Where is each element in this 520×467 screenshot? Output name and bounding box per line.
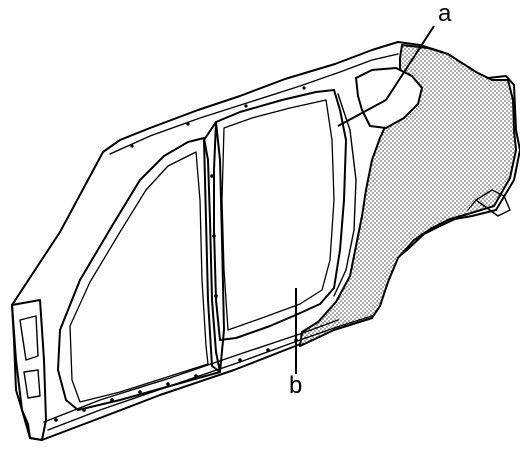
callout-a-leader bbox=[385, 25, 435, 101]
rocker-panel-lower bbox=[43, 319, 339, 423]
rear-tail-stub bbox=[467, 189, 511, 217]
callout-label-a: a bbox=[438, 0, 452, 27]
rear-quarter-panel bbox=[299, 44, 517, 347]
b-pillar bbox=[203, 121, 225, 373]
rear-door-opening bbox=[213, 89, 347, 341]
callout-a-tick bbox=[337, 99, 387, 127]
rocker-panel bbox=[47, 315, 373, 431]
front-door-inner-edge bbox=[69, 151, 209, 403]
a-pillar bbox=[11, 299, 47, 441]
callout-label-b: b bbox=[289, 372, 303, 399]
quarter-window bbox=[355, 67, 423, 129]
rear-door-inner-edge bbox=[221, 99, 335, 331]
hinge-pillar-detail bbox=[19, 315, 41, 399]
outer-silhouette bbox=[11, 41, 520, 441]
roof-rail bbox=[109, 53, 399, 155]
c-pillar-contour bbox=[333, 93, 357, 297]
front-door-opening bbox=[57, 137, 221, 411]
